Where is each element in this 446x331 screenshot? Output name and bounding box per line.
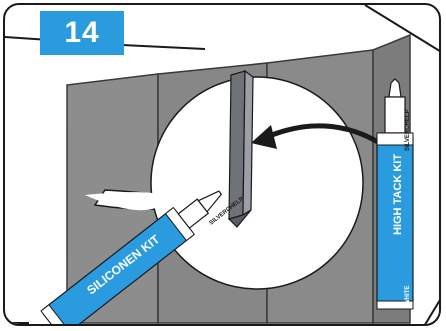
high-tack-variant: WHITE [405,286,411,305]
siliconen-brand: SILVERCHELP [209,196,245,226]
high-tack-label: HIGH TACK KIT [392,154,404,235]
step-number-badge: 14 [40,11,124,55]
siliconen-label: SILICONEN KIT [84,232,162,298]
illustration-frame: SILVERCHELP HIGH TACK KIT WHITE SILVERCH… [3,3,441,326]
high-tack-brand: SILVERCHELP [405,109,411,151]
